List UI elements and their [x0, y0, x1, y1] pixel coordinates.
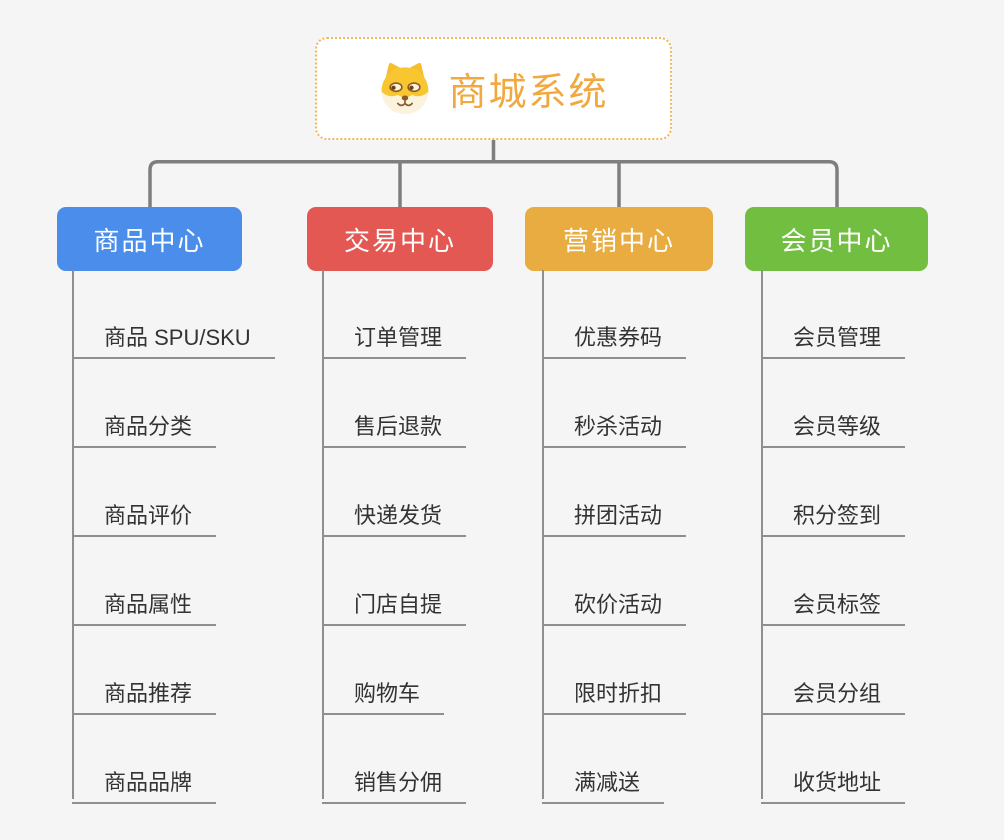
mindmap-leaf[interactable]: 商品分类 — [72, 409, 217, 448]
branch-node-member-center[interactable]: 会员中心 — [745, 207, 928, 271]
branch-spine-line — [72, 270, 74, 799]
root-node[interactable]: 商城系统 — [315, 37, 672, 140]
mindmap-leaf[interactable]: 商品 SPU/SKU — [72, 320, 275, 359]
branch-label: 营销中心 — [562, 225, 675, 256]
branch-spine-line — [322, 270, 324, 799]
mindmap-leaf[interactable]: 商品属性 — [72, 587, 217, 626]
mindmap-leaf[interactable]: 商品推荐 — [72, 676, 217, 715]
mindmap-leaf[interactable]: 订单管理 — [322, 320, 467, 359]
mindmap-leaf[interactable]: 满减送 — [542, 765, 665, 804]
mindmap-leaf[interactable]: 积分签到 — [761, 498, 906, 537]
mindmap-leaf[interactable]: 限时折扣 — [542, 676, 687, 715]
mindmap-leaf[interactable]: 秒杀活动 — [542, 409, 687, 448]
branch-label: 会员中心 — [780, 225, 893, 256]
mindmap-leaf[interactable]: 商品品牌 — [72, 765, 217, 804]
mindmap-leaf[interactable]: 门店自提 — [322, 587, 467, 626]
branch-label: 交易中心 — [343, 225, 456, 256]
dog-face-icon — [382, 62, 429, 114]
mindmap-leaf[interactable]: 售后退款 — [322, 409, 467, 448]
mindmap-leaf[interactable]: 会员管理 — [761, 320, 906, 359]
branch-node-product-center[interactable]: 商品中心 — [57, 207, 242, 271]
root-node-title: 商城系统 — [448, 72, 609, 114]
mindmap-leaf[interactable]: 会员等级 — [761, 409, 906, 448]
mindmap-leaf[interactable]: 会员分组 — [761, 676, 906, 715]
mindmap-leaf[interactable]: 砍价活动 — [542, 587, 687, 626]
mindmap-leaf[interactable]: 销售分佣 — [322, 765, 467, 804]
mindmap-leaf[interactable]: 收货地址 — [761, 765, 906, 804]
mindmap-leaf[interactable]: 会员标签 — [761, 587, 906, 626]
branch-label: 商品中心 — [93, 225, 206, 256]
branch-spine-line — [542, 270, 544, 799]
branch-spine-line — [761, 270, 763, 799]
mindmap-leaf[interactable]: 快递发货 — [322, 498, 467, 537]
branch-node-marketing-center[interactable]: 营销中心 — [525, 207, 713, 271]
mindmap-leaf[interactable]: 购物车 — [322, 676, 445, 715]
mindmap-leaf[interactable]: 商品评价 — [72, 498, 217, 537]
branch-node-trade-center[interactable]: 交易中心 — [307, 207, 493, 271]
mindmap-leaf[interactable]: 拼团活动 — [542, 498, 687, 537]
mindmap-leaf[interactable]: 优惠券码 — [542, 320, 687, 359]
